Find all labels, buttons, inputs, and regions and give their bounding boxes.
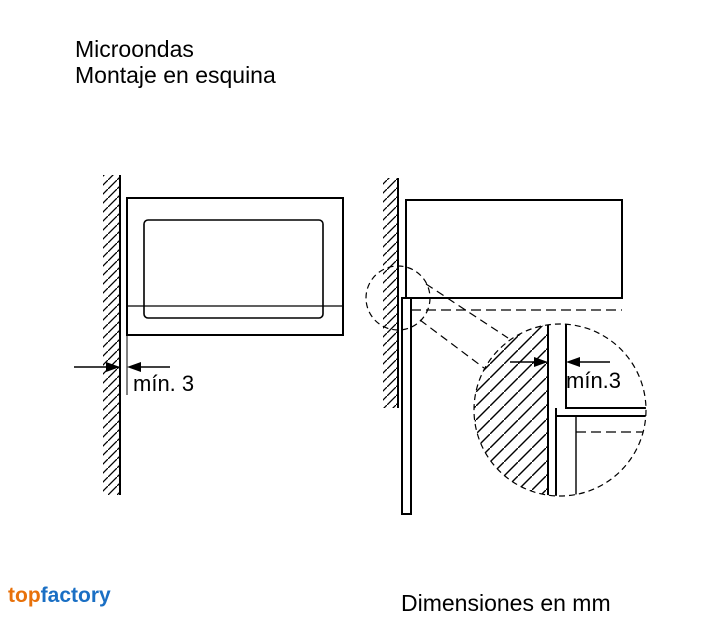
left-arrowhead-right <box>106 362 120 372</box>
detail-wall-hatch <box>474 324 548 496</box>
detail-arrowhead-right <box>534 357 548 367</box>
detail-dimension-label: mín.3 <box>566 368 621 393</box>
brand-logo-part-factory: factory <box>40 584 111 607</box>
right-wall-hatch <box>383 178 398 408</box>
detail-leader-upper <box>425 283 509 339</box>
detail-cabinet-profile <box>565 324 646 409</box>
enlarged-detail: mín.3 <box>473 323 647 497</box>
microwave-body <box>126 197 344 336</box>
left-dimension-label: mín. 3 <box>133 371 194 396</box>
enlarged-detail-circle <box>473 323 647 497</box>
brand-logo: topfactory <box>8 584 111 608</box>
microwave-door-window <box>143 219 324 319</box>
right-side-view: mín.3 <box>365 178 647 515</box>
title-line-installation: Montaje en esquina <box>75 62 276 88</box>
detail-arrowhead-left <box>566 357 580 367</box>
detail-callout-circle <box>365 265 431 331</box>
units-note: Dimensiones en mm <box>401 590 611 616</box>
left-wall-hatch <box>103 175 120 495</box>
left-arrowhead-left <box>127 362 141 372</box>
detail-leader-lower <box>419 319 485 369</box>
cabinet-side-panel <box>401 297 412 515</box>
title-line-product: Microondas <box>75 36 194 62</box>
left-front-view: mín. 3 <box>74 175 344 495</box>
brand-logo-part-top: top <box>8 584 41 607</box>
upper-cabinet <box>405 199 623 299</box>
diagram-title: Microondas Montaje en esquina <box>75 36 276 88</box>
